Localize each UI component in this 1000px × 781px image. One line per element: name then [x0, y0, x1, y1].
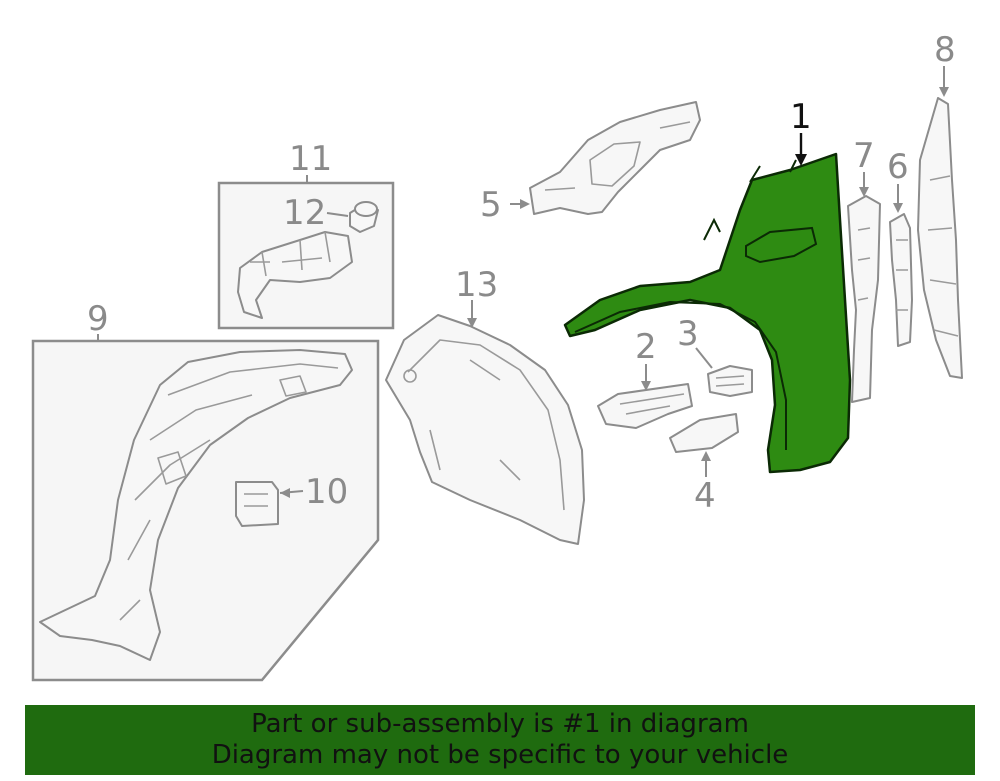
callout-2: 2	[635, 327, 657, 367]
callout-13: 13	[455, 265, 498, 305]
part-4-cover	[669, 413, 739, 453]
callout-7: 7	[853, 136, 875, 176]
callout-9: 9	[87, 299, 109, 339]
part-2-group	[597, 364, 693, 429]
callout-12: 12	[283, 193, 326, 233]
parts-diagram: 1 2 3 4 5 6 7 8 9 10 11 12 13	[31, 30, 963, 682]
callout-5: 5	[480, 185, 502, 225]
part-13-inner-liner	[385, 314, 585, 545]
banner-line-2: Diagram may not be specific to your vehi…	[211, 740, 789, 770]
part-2-side-lamp	[597, 383, 693, 429]
callout-11: 11	[289, 139, 332, 179]
part-10-clip	[235, 481, 279, 527]
part-3-group	[695, 347, 753, 397]
part-6-bracket	[889, 213, 913, 347]
callout-8: 8	[934, 30, 956, 70]
part-5-group	[510, 101, 701, 215]
part-11-bracket	[237, 231, 353, 319]
callout-6: 6	[887, 147, 909, 187]
part-1-group	[563, 133, 852, 474]
part-7-group	[847, 172, 881, 403]
callout-10: 10	[305, 472, 348, 512]
banner-line-1: Part or sub-assembly is #1 in diagram	[251, 709, 749, 739]
part-11-group	[217, 175, 395, 330]
part-5-bracket	[529, 101, 701, 215]
part-8-group	[917, 66, 963, 379]
part-13-group	[385, 300, 585, 545]
part-9-wheelhouse-liner	[39, 349, 353, 661]
callout-3: 3	[677, 314, 699, 354]
part-9-group	[31, 334, 380, 682]
callout-1: 1	[790, 97, 812, 137]
info-banner: Part or sub-assembly is #1 in diagram Di…	[25, 705, 975, 775]
part-4-group	[669, 413, 739, 477]
part-3-bracket	[707, 365, 753, 397]
part-8-trim-panel	[917, 97, 963, 379]
part-1-fender	[563, 152, 852, 474]
callout-4: 4	[694, 476, 716, 516]
part-6-group	[889, 184, 913, 347]
